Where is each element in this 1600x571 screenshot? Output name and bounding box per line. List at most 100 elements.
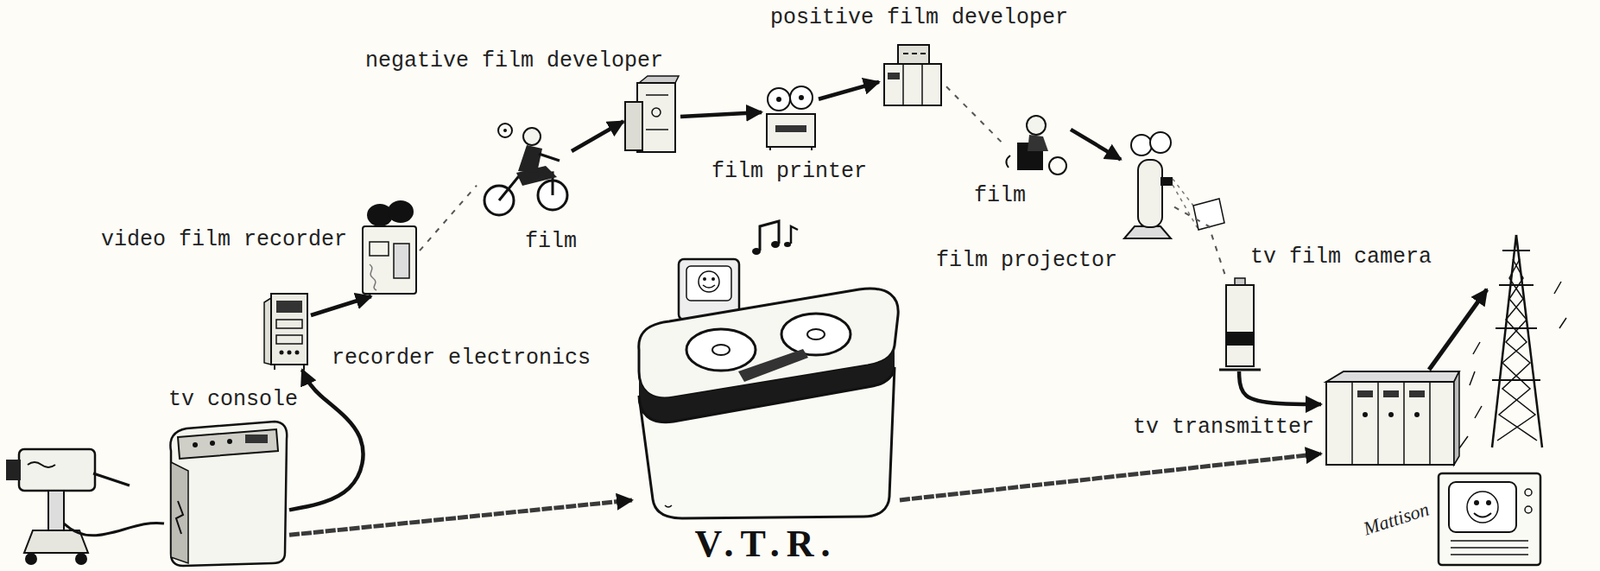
flow-arrow bbox=[571, 120, 624, 152]
electronics-node: recorder electronics bbox=[267, 291, 311, 370]
recorder-electronics-drawing bbox=[295, 350, 300, 355]
negative-developer-drawing bbox=[651, 107, 661, 117]
antenna-tower bbox=[1498, 284, 1534, 286]
television-set bbox=[1448, 481, 1517, 532]
projector-node: film projector bbox=[1120, 129, 1175, 241]
flow-arrow bbox=[419, 185, 477, 252]
antenna-tower bbox=[1459, 281, 1567, 449]
film-recorder-drawing bbox=[362, 200, 417, 294]
device-label: recorder electronics bbox=[331, 345, 591, 371]
broadcast-arrow bbox=[1429, 289, 1487, 370]
antenna-tower bbox=[1502, 249, 1531, 252]
vtr-machine-drawing bbox=[712, 344, 730, 355]
tv-console-drawing bbox=[245, 434, 268, 443]
transmitter-drawing bbox=[1351, 381, 1354, 465]
film-recorder-drawing bbox=[369, 241, 389, 256]
studio-camera bbox=[6, 449, 165, 565]
transmitter-drawing bbox=[1377, 381, 1379, 465]
tv-film-camera-drawing bbox=[1219, 278, 1261, 370]
film-recorder-drawing bbox=[362, 226, 417, 294]
device-label: tv console bbox=[168, 386, 298, 412]
vtr-machine-drawing bbox=[638, 345, 895, 423]
recorder-electronics-drawing bbox=[276, 319, 303, 329]
film-carrier-drawing bbox=[1049, 157, 1067, 175]
film-carrier-drawing bbox=[1026, 115, 1046, 135]
tv-console-drawing bbox=[192, 442, 198, 448]
antenna-tower bbox=[1492, 234, 1517, 448]
tv-console-drawing bbox=[170, 461, 189, 563]
positive-developer-drawing bbox=[902, 63, 905, 106]
vtr-machine-drawing bbox=[702, 284, 715, 288]
device-label: film printer bbox=[711, 158, 867, 184]
printer-node: film printer bbox=[761, 84, 819, 151]
antenna-tower bbox=[1459, 234, 1567, 449]
film-printer-drawing bbox=[810, 146, 813, 151]
negative-developer-drawing bbox=[625, 101, 643, 151]
television-set bbox=[1450, 546, 1529, 549]
antenna-tower bbox=[1492, 379, 1541, 381]
film-courier-drawing bbox=[538, 153, 560, 161]
vtr-machine-drawing bbox=[638, 366, 895, 519]
positive-developer-drawing bbox=[921, 63, 924, 106]
transmitter-drawing bbox=[1362, 411, 1368, 418]
film-node: film bbox=[476, 122, 572, 218]
vtr-machine-drawing bbox=[678, 259, 740, 320]
film-printer-drawing bbox=[798, 94, 804, 101]
transmitter-drawing bbox=[1357, 390, 1373, 398]
studio-camera bbox=[25, 552, 38, 565]
film-projector-drawing bbox=[1124, 226, 1171, 239]
vtr-machine-drawing bbox=[738, 348, 809, 382]
vtr-machine-drawing bbox=[771, 240, 780, 248]
vtr-machine-drawing bbox=[686, 328, 756, 371]
film-courier-drawing bbox=[499, 172, 553, 201]
tv-console-drawing bbox=[176, 500, 184, 534]
film-courier-drawing bbox=[498, 123, 513, 138]
film-printer-drawing bbox=[775, 125, 807, 133]
film-courier-drawing bbox=[518, 145, 543, 173]
studio-camera bbox=[18, 449, 95, 491]
studio-camera bbox=[93, 473, 130, 486]
film-projector-drawing bbox=[1131, 134, 1152, 156]
flow-arrow bbox=[680, 112, 762, 117]
television-set bbox=[1524, 488, 1532, 496]
television-set bbox=[1467, 491, 1499, 523]
studio-camera bbox=[75, 552, 88, 565]
film-courier-drawing bbox=[484, 185, 514, 216]
positive-developer-drawing bbox=[884, 63, 942, 106]
device-label: negative film developer bbox=[365, 48, 664, 74]
television-set bbox=[1438, 473, 1541, 565]
projection-screen bbox=[1172, 178, 1194, 206]
film-recorder-drawing bbox=[366, 203, 393, 227]
projection-screen bbox=[1172, 178, 1225, 230]
vtr-machine-drawing bbox=[702, 277, 707, 281]
television-set bbox=[1438, 473, 1541, 565]
vtr-machine-drawing bbox=[698, 271, 720, 292]
positive-developer-drawing bbox=[884, 44, 942, 106]
film-courier-drawing bbox=[484, 123, 568, 216]
device-label: V.T.R. bbox=[695, 523, 838, 565]
recorder-electronics-drawing bbox=[287, 350, 292, 355]
film-recorder-drawing bbox=[393, 243, 410, 279]
vtr-machine-drawing bbox=[752, 247, 761, 255]
artist-signature: Mattison bbox=[1360, 498, 1432, 541]
film-carrier-drawing bbox=[1027, 134, 1049, 152]
vtr-machine-drawing bbox=[781, 313, 851, 355]
film-projector-drawing bbox=[1124, 132, 1173, 239]
projection-screen bbox=[1193, 198, 1225, 230]
tv-console-drawing bbox=[170, 421, 287, 566]
television-set bbox=[1473, 499, 1480, 506]
studio-camera bbox=[6, 459, 21, 481]
device-label: film bbox=[524, 228, 577, 254]
tv-film-camera-drawing bbox=[1226, 331, 1254, 346]
broadcast-arrow bbox=[1429, 289, 1487, 370]
device-label: positive film developer bbox=[770, 5, 1069, 31]
device-label: video film recorder bbox=[101, 227, 348, 253]
studio-camera bbox=[27, 461, 56, 468]
transmitter-drawing bbox=[1429, 381, 1431, 465]
film-projector-drawing bbox=[1150, 132, 1171, 153]
vtr-machine-drawing bbox=[711, 277, 715, 281]
television-set bbox=[1450, 553, 1529, 556]
negative-developer-drawing bbox=[638, 75, 679, 83]
